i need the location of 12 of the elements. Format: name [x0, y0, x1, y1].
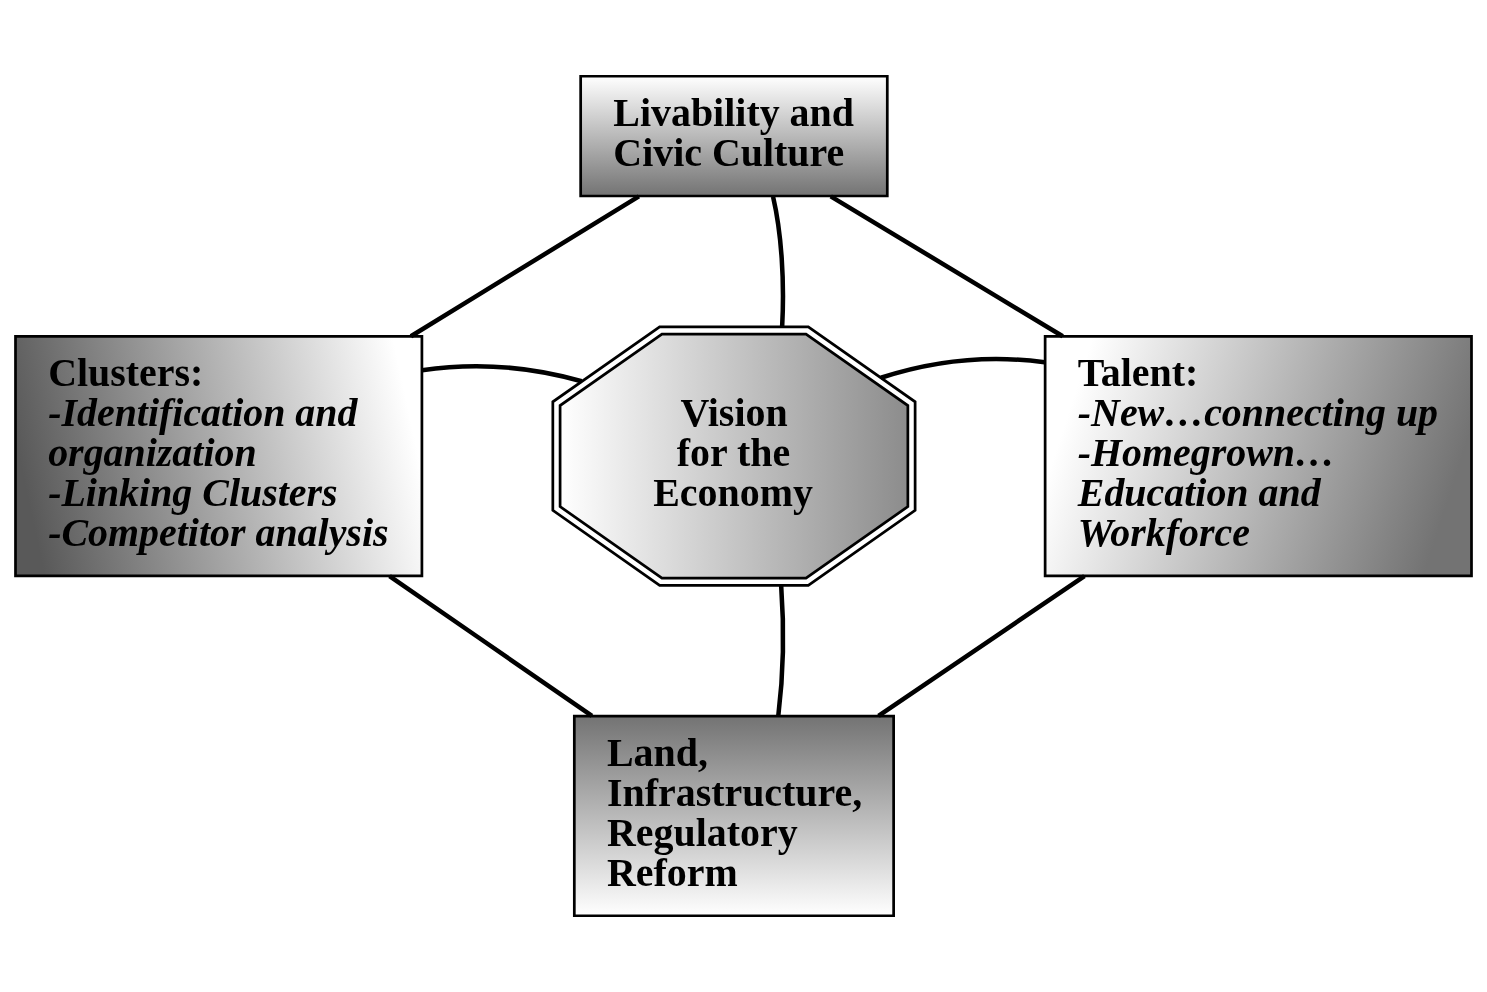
connector	[421, 364, 583, 384]
node-box: Clusters: -Identification and organization -Linking Clusters -Competitor analysis	[14, 334, 424, 578]
connector	[770, 196, 786, 327]
connector	[880, 356, 1045, 380]
connector	[388, 574, 594, 718]
connector	[877, 574, 1086, 718]
node-box: Livability and Civic Culture	[579, 74, 889, 198]
node-box: Talent: -New…connecting up -Homegrown… Education and Workforce	[1043, 334, 1473, 578]
node-box: Land, Infrastructure, Regulatory Reform	[572, 714, 895, 918]
connector	[829, 194, 1064, 339]
connector	[409, 194, 641, 339]
connector	[776, 585, 786, 717]
